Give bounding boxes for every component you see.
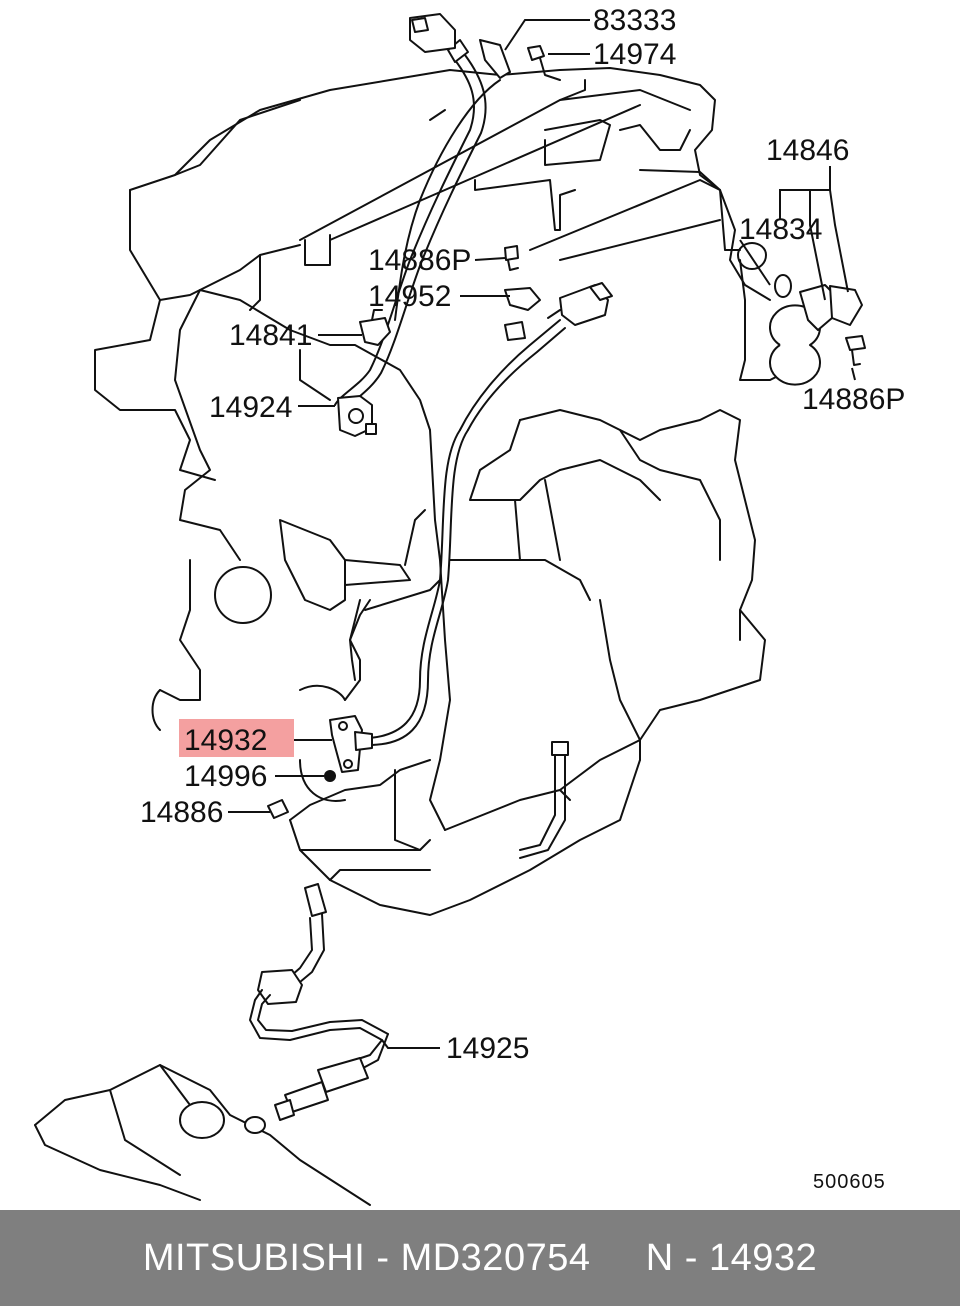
label-83333[interactable]: 83333 bbox=[593, 4, 676, 37]
label-14886P-right[interactable]: 14886P bbox=[802, 383, 905, 416]
part-14974-bolt bbox=[527, 45, 561, 81]
footer-part-info: MITSUBISHI - MD320754 N - 14932 bbox=[142, 1236, 818, 1279]
leader-lines bbox=[228, 19, 856, 1049]
highlight-box bbox=[179, 719, 294, 757]
exhaust-pipe bbox=[34, 1064, 371, 1206]
part-14886P-top-bolt bbox=[504, 245, 519, 271]
label-14932[interactable]: 14932 bbox=[184, 724, 267, 757]
engine-parts-diagram: 83333 14974 14846 14834 14886P 14952 148… bbox=[34, 4, 905, 1206]
part-14924-sensor bbox=[337, 395, 377, 437]
part-14886-bolt bbox=[267, 799, 289, 819]
part-14932-crank-sensor bbox=[329, 715, 373, 773]
drawing-code: 500605 bbox=[813, 1171, 886, 1193]
label-14925[interactable]: 14925 bbox=[446, 1032, 529, 1065]
part-14834-oring bbox=[774, 274, 792, 298]
label-14841[interactable]: 14841 bbox=[229, 319, 312, 352]
label-14834[interactable]: 14834 bbox=[739, 213, 822, 246]
label-14886[interactable]: 14886 bbox=[140, 796, 223, 829]
label-14996[interactable]: 14996 bbox=[184, 760, 267, 793]
part-14996-oring bbox=[324, 770, 336, 782]
engine-block-drawing bbox=[94, 39, 821, 916]
label-14974[interactable]: 14974 bbox=[593, 38, 676, 71]
part-14841-clip bbox=[359, 309, 391, 346]
label-14886P-top[interactable]: 14886P bbox=[368, 244, 471, 277]
part-14886P-right-bolt bbox=[845, 335, 866, 366]
part-14846-sensor bbox=[799, 284, 863, 331]
part-14952-bracket bbox=[504, 287, 541, 341]
label-14952[interactable]: 14952 bbox=[368, 280, 451, 313]
part-14925-oxygen-sensor bbox=[249, 883, 389, 1121]
part-number-footer: MITSUBISHI - MD320754 N - 14932 bbox=[0, 1210, 960, 1306]
label-14924[interactable]: 14924 bbox=[209, 391, 292, 424]
part-83333-connector bbox=[409, 13, 511, 79]
camshaft-harness-connector bbox=[547, 282, 613, 326]
part-labels: 83333 14974 14846 14834 14886P 14952 148… bbox=[140, 4, 905, 1193]
label-14846[interactable]: 14846 bbox=[766, 134, 849, 167]
